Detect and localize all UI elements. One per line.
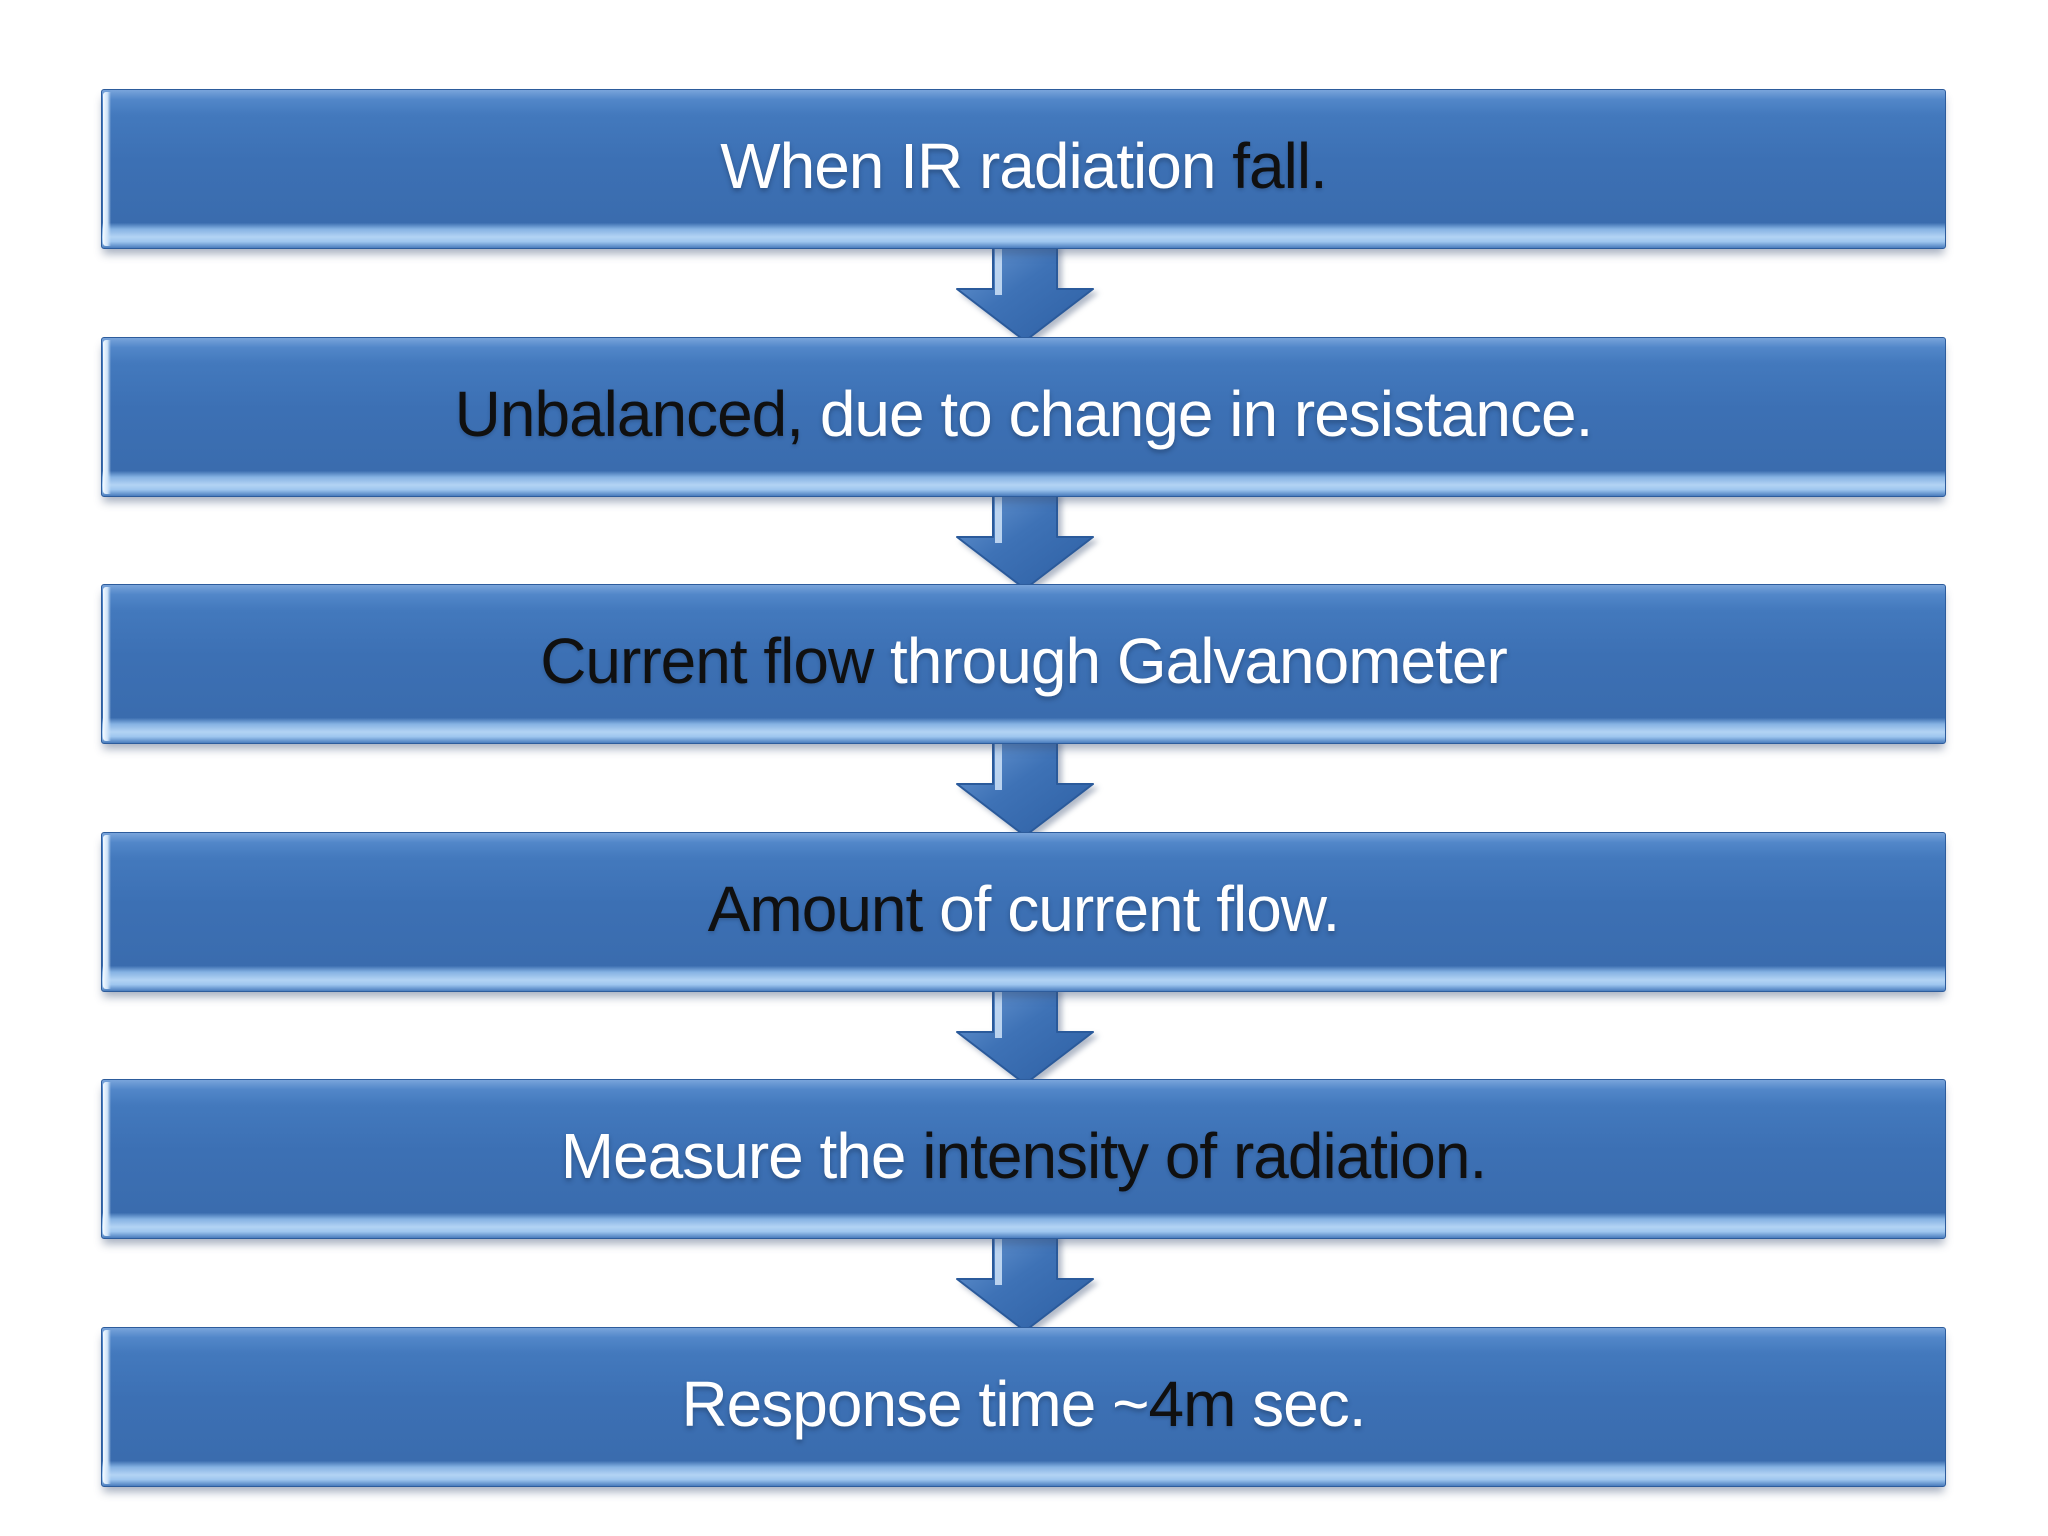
step-text-segment: of current flow. xyxy=(939,873,1340,945)
step-text-segment: Amount xyxy=(707,873,940,945)
step-text-segment: fall. xyxy=(1232,130,1328,202)
step-text: When IR radiation fall. xyxy=(720,134,1328,204)
process-step: Amount of current flow. xyxy=(101,832,1946,992)
step-text-segment: through Galvanometer xyxy=(889,625,1508,697)
process-step: Response time ~4m sec. xyxy=(101,1327,1946,1487)
step-text: Amount of current flow. xyxy=(708,877,1341,947)
step-text-segment: due to change in resistance. xyxy=(803,378,1594,450)
process-step: Current flow through Galvanometer xyxy=(101,584,1946,744)
step-text-segment: Current flow xyxy=(540,625,890,697)
down-arrow-icon xyxy=(955,738,1095,838)
down-arrow-icon xyxy=(955,491,1095,591)
down-arrow-icon xyxy=(955,243,1095,343)
step-text-segment: sec. xyxy=(1235,1368,1366,1440)
step-text: Measure the intensity of radiation. xyxy=(561,1124,1488,1194)
down-arrow-icon xyxy=(955,986,1095,1086)
process-step: Unbalanced, due to change in resistance. xyxy=(101,337,1946,497)
down-arrow-icon xyxy=(955,1233,1095,1333)
step-text-segment: Measure the xyxy=(560,1120,923,1192)
step-text: Unbalanced, due to change in resistance. xyxy=(455,382,1594,452)
process-step: Measure the intensity of radiation. xyxy=(101,1079,1946,1239)
step-text-segment: Response time ~ xyxy=(681,1368,1149,1440)
step-text: Current flow through Galvanometer xyxy=(540,629,1508,699)
step-text-segment: Unbalanced, xyxy=(454,378,804,450)
step-text-segment: intensity of radiation. xyxy=(922,1120,1487,1192)
process-step: When IR radiation fall. xyxy=(101,89,1946,249)
step-text: Response time ~4m sec. xyxy=(681,1372,1366,1442)
step-text-segment: When IR radiation xyxy=(720,130,1233,202)
step-text-segment: 4m xyxy=(1148,1368,1236,1440)
